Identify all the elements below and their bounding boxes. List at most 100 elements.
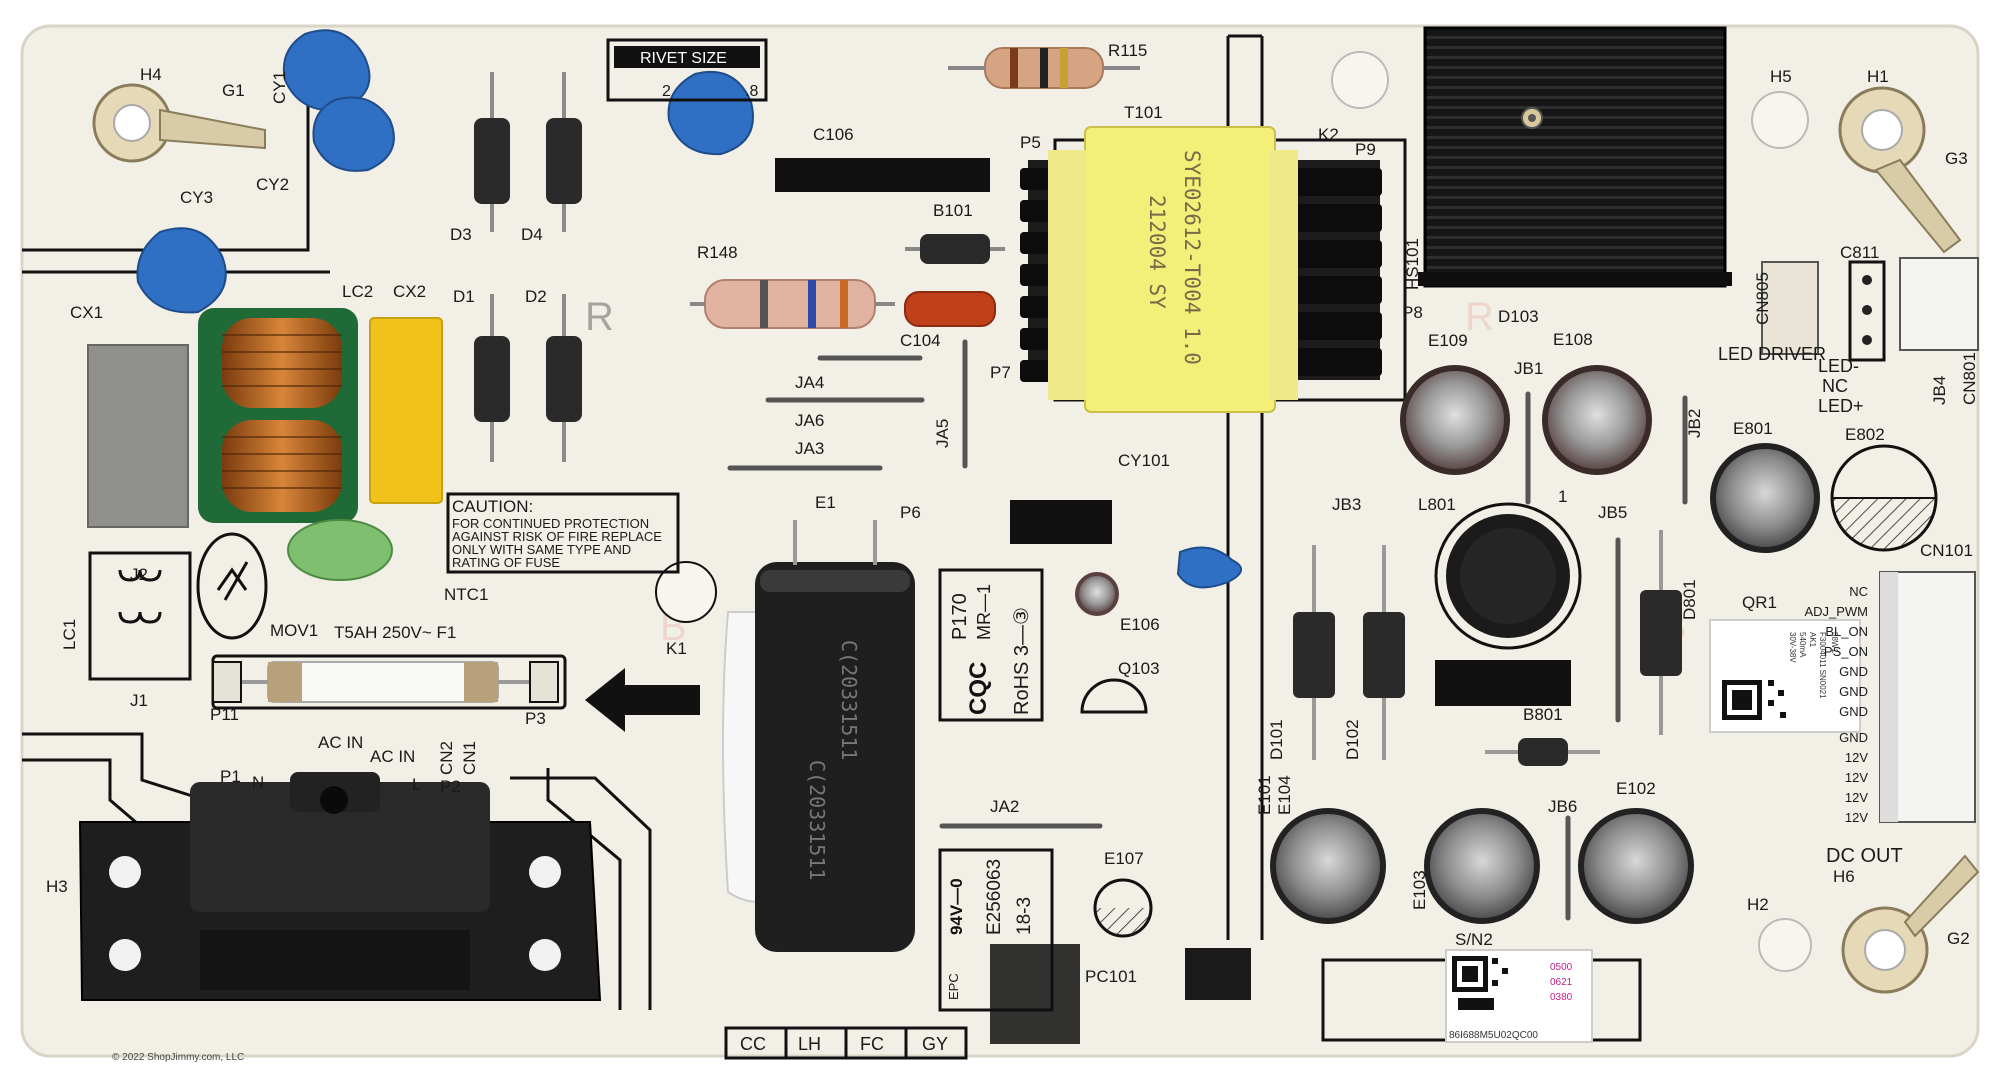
refdes-qr1: QR1 [1742,593,1777,612]
cert-epc: EPC [946,973,961,1000]
mounting-rivets [92,51,1980,994]
refdes-r148: R148 [697,243,738,262]
cap-e102 [1578,808,1694,924]
sticker1-line-3: AK1 [1808,632,1817,648]
bottom-box-cc: CC [740,1034,766,1054]
heatsink-hs101 [1418,26,1732,288]
refdes-e106: E106 [1120,615,1160,634]
qr-sticker-qr1 [1709,619,1861,733]
refdes-p11: P11 [210,705,239,724]
rivet-size-label: RIVET SIZE [640,50,727,67]
cap-e801 [1710,443,1820,553]
diode-d101 [1293,612,1335,698]
refdes-mov1: MOV1 [270,621,318,640]
power-diodes [1293,530,1682,766]
cap-c104 [904,291,996,327]
sticker2-serial: 86I688M5U02QC00 [1449,1030,1538,1041]
refdes-e1: E1 [815,493,836,512]
refdes-d801: D801 [1680,579,1699,620]
refdes-p8: P8 [1402,303,1423,322]
transformer-text-2: 212004 SY [1145,195,1169,309]
refdes-j2: J2 [130,565,148,584]
dc-pin-2: ADJ_PWM [1804,604,1868,619]
cap-cy101 [1176,546,1242,589]
lc1-outline [88,551,192,681]
refdes-sn2: S/N2 [1455,930,1493,949]
refdes-j1: J1 [130,691,148,710]
cap-cy3 [136,227,227,314]
refdes-cn801: CN801 [1960,352,1979,405]
cap-e103 [1424,808,1540,924]
cert-mr: MR—1 [974,584,994,640]
refdes-cy1: CY1 [270,71,289,104]
refdes-g2: G2 [1947,929,1970,948]
refdes-p6: P6 [900,503,921,522]
cap-e101 [1270,808,1386,924]
led-pin-3: LED+ [1818,396,1864,416]
refdes-e103: E103 [1410,870,1429,910]
refdes-cn2: CN2 [437,741,456,775]
q103-footprint [1080,678,1148,714]
refdes-cn805: CN805 [1753,272,1772,325]
ac-input-connector [78,772,602,1001]
refdes-jb2: JB2 [1685,409,1704,438]
refdes-cn101: CN101 [1920,541,1973,560]
resistor-r148 [704,279,876,329]
dc-pin-5: GND [1839,664,1868,679]
ac-in-label-1: AC IN [318,733,363,752]
refdes-h4: H4 [140,65,162,84]
x-cap-cx2 [369,317,443,504]
rivet-value-1: 2 [662,83,671,100]
caution-line-3: ONLY WITH SAME TYPE AND [452,542,631,557]
dip-label: DIP [633,689,673,716]
refdes-r115: R115 [1108,41,1147,60]
sticker1-line-1: 30V-38V [1788,632,1797,663]
refdes-b101: B101 [933,201,973,220]
sticker2-code-3: 0380 [1550,992,1573,1003]
diode-d102 [1363,612,1405,698]
hot-zone-label: HOT [1020,504,1092,542]
mov1-outline [196,532,268,640]
refdes-e107: E107 [1104,849,1144,868]
caution-line-2: AGAINST RISK OF FIRE REPLACE [452,529,662,544]
dc-pin-3: BL_ON [1825,624,1868,639]
refdes-c104: C104 [900,331,941,350]
refdes-p1: P1 [220,767,241,786]
bulk-cap-text-1: C(20331511 [837,640,861,760]
svg-text:R: R [585,295,614,339]
part-number: PW.58W2.651 [780,163,933,190]
inductor-l801 [1434,502,1582,650]
cert-e-number: E256063 [984,859,1005,935]
refdes-q103: Q103 [1118,659,1160,678]
refdes-e104: E104 [1275,775,1294,815]
refdes-jb1: JB1 [1514,359,1543,378]
refdes-cy2: CY2 [256,175,289,194]
refdes-ja3: JA3 [795,439,824,458]
refdes-cn1: CN1 [460,741,479,775]
refdes-l801: L801 [1418,495,1456,514]
cap-e109 [1400,365,1510,475]
bead-b801 [1518,738,1568,766]
cert-date: 18-3 [1014,897,1035,935]
refdes-p9: P9 [1355,140,1376,159]
refdes-b801: B801 [1523,705,1563,724]
y-caps [136,29,1242,589]
refdes-p5: P5 [1020,133,1041,152]
led-pin-2: NC [1822,376,1848,396]
fuse-label: T5AH 250V~ F1 [334,623,456,642]
dc-pin-11: 12V [1845,790,1868,805]
bottom-box-fc: FC [860,1034,884,1054]
refdes-e102: E102 [1616,779,1656,798]
refdes-d4: D4 [521,225,543,244]
bottom-box-lh: LH [798,1034,821,1054]
refdes-jb6: JB6 [1548,797,1577,816]
x-cap-cx1 [87,344,189,528]
refdes-d101: D101 [1267,719,1286,760]
ink-mark [990,944,1080,1044]
electrolytic-caps [1075,365,1938,938]
dc-pin-6: GND [1839,684,1868,699]
bulk-cap-text-2: C(20331511 [805,760,829,880]
refdes-ntc1: NTC1 [444,585,488,604]
cap-c106-blue [667,70,754,156]
